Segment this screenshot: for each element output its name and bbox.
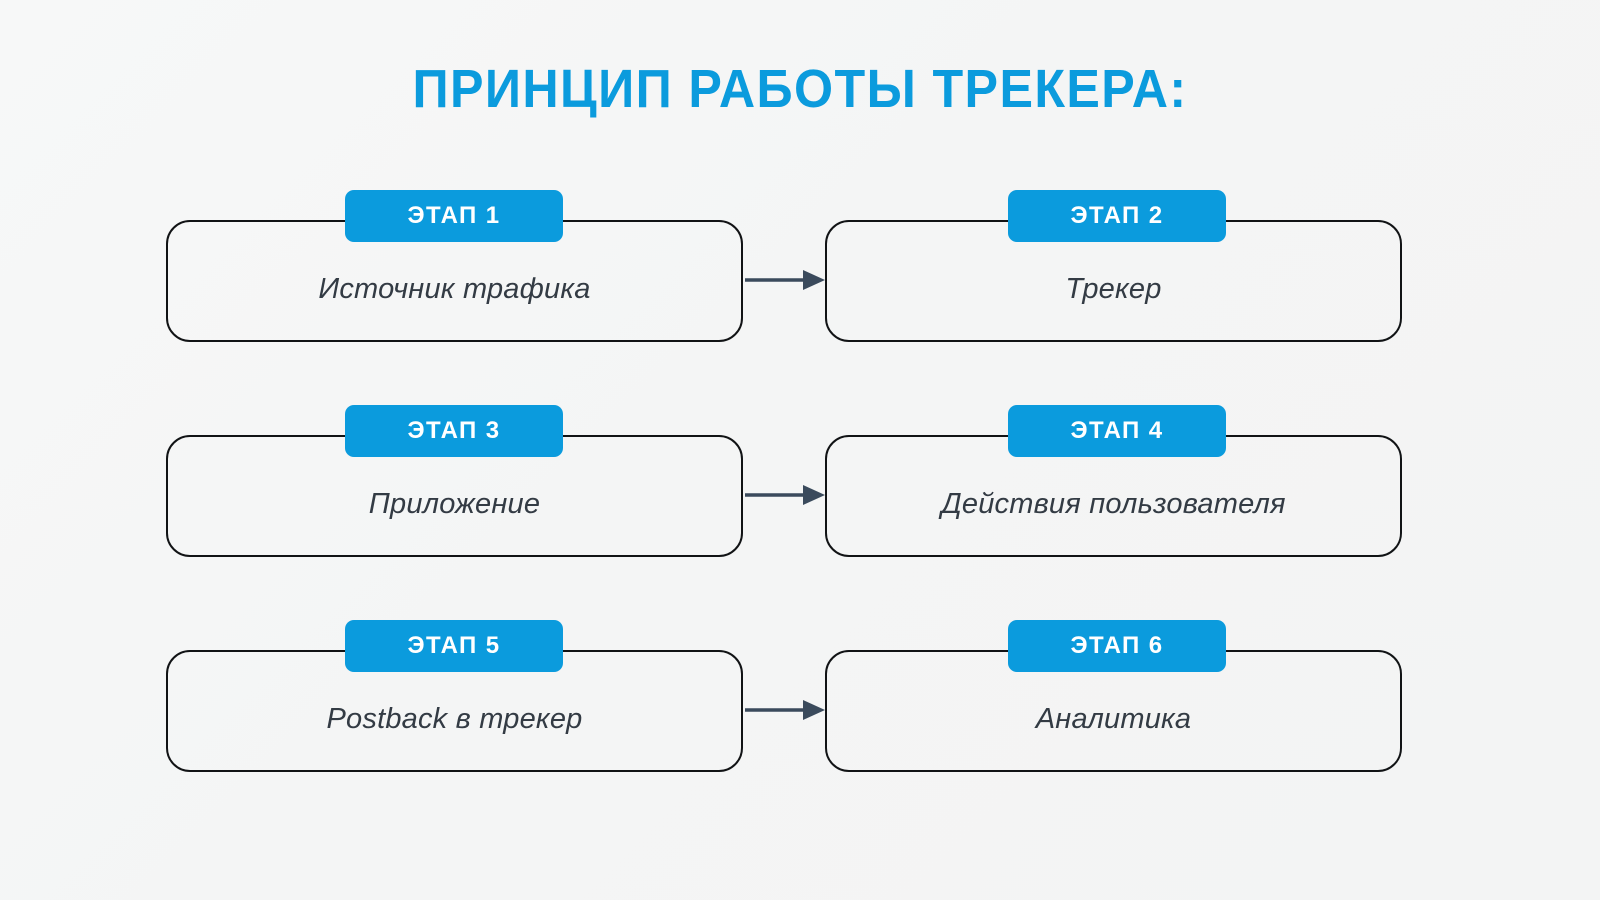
step-label-3: Приложение (368, 487, 541, 520)
arrow-right-icon-3 (745, 695, 827, 725)
step-badge-4: ЭТАП 4 (1008, 405, 1226, 457)
step-label-2: Трекер (1065, 272, 1162, 305)
step-card-3[interactable]: Приложение ЭТАП 3 (166, 405, 743, 557)
step-badge-1: ЭТАП 1 (345, 190, 563, 242)
step-label-4: Действия пользователя (941, 487, 1286, 520)
step-badge-2: ЭТАП 2 (1008, 190, 1226, 242)
page-title: ПРИНЦИП РАБОТЫ ТРЕКЕРА: (412, 59, 1188, 119)
step-card-6[interactable]: Аналитика ЭТАП 6 (825, 620, 1402, 772)
step-card-4[interactable]: Действия пользователя ЭТАП 4 (825, 405, 1402, 557)
step-label-6: Аналитика (1035, 702, 1192, 735)
arrow-right-icon-1 (745, 265, 827, 295)
arrow-right-icon-2 (745, 480, 827, 510)
step-label-5: Postback в трекер (326, 702, 583, 735)
step-label-1: Источник трафика (318, 272, 591, 305)
step-card-5[interactable]: Postback в трекер ЭТАП 5 (166, 620, 743, 772)
step-badge-3: ЭТАП 3 (345, 405, 563, 457)
step-badge-5: ЭТАП 5 (345, 620, 563, 672)
step-card-1[interactable]: Источник трафика ЭТАП 1 (166, 190, 743, 342)
step-badge-6: ЭТАП 6 (1008, 620, 1226, 672)
step-card-2[interactable]: Трекер ЭТАП 2 (825, 190, 1402, 342)
